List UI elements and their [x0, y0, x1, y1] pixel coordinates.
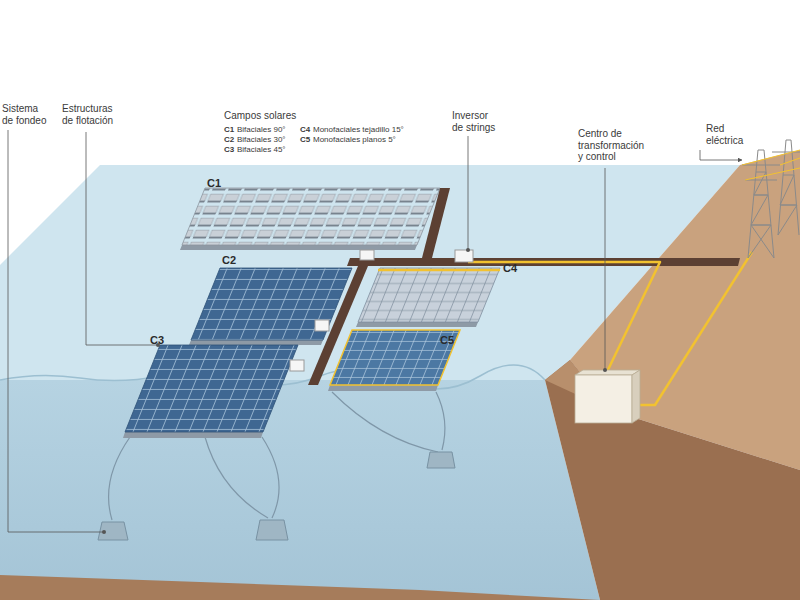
solar-field: [191, 268, 352, 340]
solar-field: [182, 188, 440, 245]
building-side: [632, 370, 640, 423]
field-description: Bifaciales 90°: [237, 125, 299, 134]
field-description: Bifaciales 30°: [237, 135, 299, 144]
callout-label: Inversor de strings: [452, 110, 502, 133]
building-roof: [575, 370, 640, 375]
mooring-line: [436, 392, 445, 450]
field-tag: C5: [440, 334, 464, 347]
float-strip: [180, 245, 417, 250]
land-top: [570, 150, 800, 470]
lake-bed: [0, 575, 600, 600]
field-description: Bifaciales 45°: [237, 145, 299, 154]
leader-line: [86, 132, 158, 345]
mooring-line: [205, 437, 268, 518]
field-description: Monofaciales tejadillo 15°: [313, 125, 433, 134]
callout-label: Centro de transformación y control: [578, 128, 650, 163]
inverter-box: [315, 320, 329, 331]
float-strip: [328, 385, 438, 391]
pylon: [742, 150, 780, 258]
leader-line: [8, 130, 104, 532]
walkway: [308, 266, 368, 385]
field-tag: C2: [222, 254, 246, 267]
land-section: [545, 360, 800, 600]
leader-line: [700, 150, 742, 160]
leader-dot: [603, 368, 607, 372]
leader-line: [468, 136, 469, 250]
field-code: C4: [300, 125, 314, 134]
anchor-block: [427, 452, 455, 468]
inverter-box: [360, 250, 374, 260]
inverter-box: [455, 250, 473, 262]
power-line: [742, 150, 800, 165]
float-strip: [189, 340, 323, 345]
cable: [378, 269, 500, 272]
callout-label: Red eléctrica: [706, 123, 748, 146]
field-code: C2: [224, 135, 238, 144]
mooring-line: [109, 437, 130, 520]
float-strip: [356, 322, 478, 327]
anchor-block: [98, 522, 128, 540]
leader-line: [605, 168, 606, 370]
power-pylons: [742, 140, 800, 258]
solar-field: [125, 345, 298, 432]
field-code: C5: [300, 135, 314, 144]
walkway: [422, 188, 450, 258]
field-tag: C1: [207, 177, 231, 190]
pylon: [772, 140, 800, 235]
cable: [468, 262, 660, 376]
solar-field: [358, 268, 500, 322]
power-cables: [378, 252, 752, 405]
building-front: [575, 375, 632, 423]
float-strip: [123, 432, 263, 438]
cable: [638, 252, 752, 405]
leader-dot: [102, 530, 106, 534]
mooring-line: [332, 392, 438, 452]
callout-label: Sistema de fondeo: [2, 103, 50, 126]
field-tag: C4: [503, 262, 527, 275]
power-line: [745, 168, 800, 180]
field-tag: C3: [150, 334, 174, 347]
callout-label: Estructuras de flotación: [62, 103, 124, 126]
field-code: C3: [224, 145, 238, 154]
inverter-box: [290, 360, 304, 371]
field-code: C1: [224, 125, 238, 134]
anchor-block: [256, 520, 288, 540]
leader-dot: [466, 248, 470, 252]
power-lines: [742, 150, 800, 180]
mooring-line: [262, 437, 279, 518]
leader-dots: [102, 248, 607, 534]
underwater-section: [0, 380, 600, 600]
power-line: [780, 158, 800, 165]
field-description: Monofaciales planos 5°: [313, 135, 433, 144]
leader-lines: [8, 130, 742, 532]
key-heading: Campos solares: [224, 110, 344, 122]
